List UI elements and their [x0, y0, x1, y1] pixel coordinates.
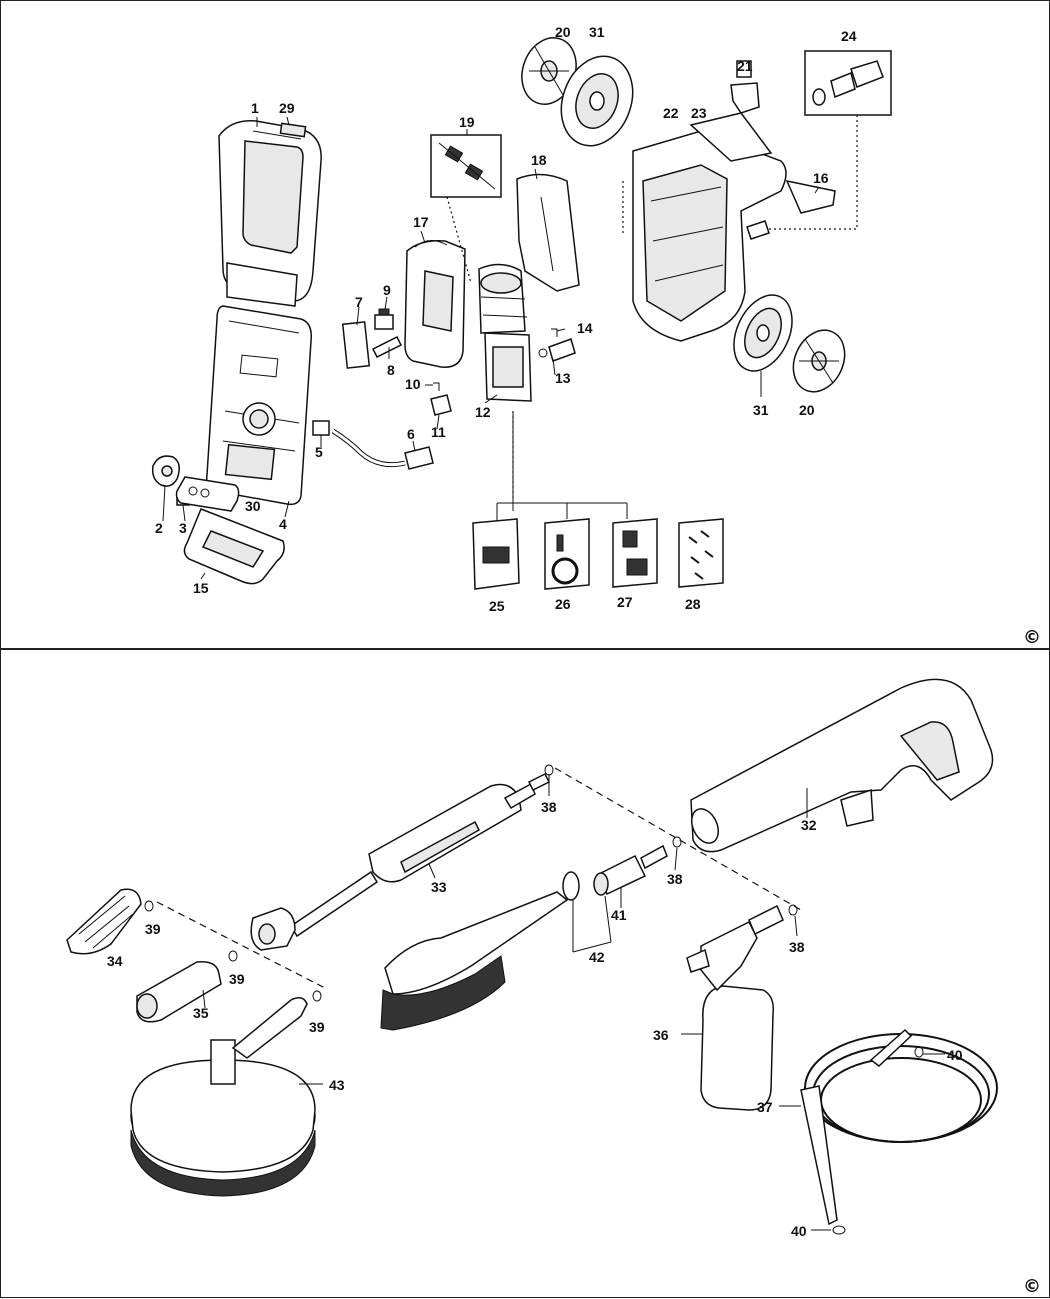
label-32: 32 [801, 817, 817, 833]
label-12: 12 [475, 404, 491, 420]
label-9: 9 [383, 282, 391, 298]
part-29-label-plate [279, 122, 307, 138]
bottom-exploded-diagram: 38 32 33 38 39 34 41 39 42 38 35 39 36 4… [66, 678, 1041, 1297]
part-19-brush-kit-box [430, 134, 502, 284]
label-1: 1 [251, 100, 259, 116]
label-40-a: 40 [947, 1047, 963, 1063]
part-20-hub-cap-bottom [792, 329, 846, 393]
label-39-b: 39 [229, 971, 245, 987]
label-20-bottom: 20 [799, 402, 815, 418]
label-31-top: 31 [589, 24, 605, 40]
part-7-cover-plate [341, 321, 371, 369]
part-5-cord-clamp [312, 420, 330, 436]
part-13-outlet [538, 338, 576, 362]
part-4-front-housing [205, 305, 313, 506]
part-36-foam-bottle [686, 904, 798, 1111]
label-33: 33 [431, 879, 447, 895]
part-33-spray-lance [250, 764, 554, 951]
label-24: 24 [841, 28, 857, 44]
part-34-turbo-nozzle [66, 888, 154, 955]
part-31-wheel-top [560, 55, 634, 147]
part-35-variable-nozzle [136, 950, 238, 1023]
part-37-hose [800, 1028, 998, 1235]
label-39-a: 39 [145, 921, 161, 937]
label-25: 25 [489, 598, 505, 614]
assembly-dashed-lines [156, 767, 802, 989]
part-30-control-panel [175, 476, 240, 512]
label-2: 2 [155, 520, 163, 536]
part-10-clip [433, 382, 440, 391]
label-38-c: 38 [789, 939, 805, 955]
part-32-spray-gun [690, 678, 994, 853]
label-21: 21 [737, 58, 753, 74]
part-28-screw-bag [678, 518, 724, 588]
label-35: 35 [193, 1005, 209, 1021]
part-26-kit-bag [544, 518, 590, 590]
label-27: 27 [617, 594, 633, 610]
label-11: 11 [431, 424, 446, 440]
part-42-wash-brush [380, 871, 580, 1031]
label-43: 43 [329, 1077, 345, 1093]
part-25-kit-bag [472, 518, 520, 590]
part-43-patio-cleaner [130, 990, 322, 1197]
part-20-hub-cap-top [521, 37, 577, 105]
part-2-knob [151, 455, 180, 487]
part-8-cable-gland [371, 335, 403, 359]
label-23: 23 [691, 105, 707, 121]
label-41: 41 [611, 907, 627, 923]
label-20-top: 20 [555, 24, 571, 40]
top-exploded-diagram: 1 29 19 20 31 24 21 22 23 18 16 17 7 9 8… [151, 24, 1041, 648]
part-27-kit-bag [612, 518, 658, 588]
part-21-hook [730, 60, 760, 114]
label-38-a: 38 [541, 799, 557, 815]
part-14-clip [551, 328, 558, 337]
label-39-c: 39 [309, 1019, 325, 1035]
label-19: 19 [459, 114, 475, 130]
label-30: 30 [245, 498, 261, 514]
label-28: 28 [685, 596, 701, 612]
part-31-wheel-bottom [733, 294, 793, 372]
leader-lines-top [162, 116, 820, 580]
label-36: 36 [653, 1027, 669, 1043]
label-7: 7 [355, 294, 363, 310]
label-26: 26 [555, 596, 571, 612]
label-4: 4 [279, 516, 287, 532]
label-37: 37 [757, 1099, 773, 1115]
copyright-mark-bottom: © [1023, 1276, 1041, 1297]
label-10: 10 [405, 376, 421, 392]
part-18-rear-cover [516, 173, 580, 292]
part-17-motor-housing [404, 239, 466, 368]
label-6: 6 [407, 426, 415, 442]
bottom-exploded-view-panel: 38 32 33 38 39 34 41 39 42 38 35 39 36 4… [0, 649, 1050, 1298]
label-34: 34 [107, 953, 123, 969]
leader-lines-bottom [202, 774, 945, 1231]
top-exploded-view-panel: 1 29 19 20 31 24 21 22 23 18 16 17 7 9 8… [0, 0, 1050, 649]
label-40-b: 40 [791, 1223, 807, 1239]
label-8: 8 [387, 362, 395, 378]
part-22-main-frame [622, 130, 787, 342]
label-29: 29 [279, 100, 295, 116]
part-11-inlet [430, 394, 452, 416]
part-1-handle-cover [218, 120, 322, 307]
label-17: 17 [413, 214, 429, 230]
part-12-motor-pump-assembly [478, 263, 532, 402]
part-9-switch [374, 308, 394, 330]
label-13: 13 [555, 370, 571, 386]
label-3: 3 [179, 520, 187, 536]
label-22: 22 [663, 105, 679, 121]
label-5: 5 [315, 444, 323, 460]
label-14: 14 [577, 320, 593, 336]
label-18: 18 [531, 152, 547, 168]
label-16: 16 [813, 170, 829, 186]
part-41-adapter [593, 836, 682, 896]
label-38-b: 38 [667, 871, 683, 887]
copyright-mark-top: © [1023, 627, 1041, 648]
part-15-base-handle [183, 508, 285, 585]
label-15: 15 [193, 580, 209, 596]
part-23-frame-bracket [689, 112, 773, 162]
part-6-power-cord [331, 428, 434, 470]
label-42: 42 [589, 949, 605, 965]
part-24-hose-connector-box [769, 50, 892, 230]
label-31-bottom: 31 [753, 402, 769, 418]
